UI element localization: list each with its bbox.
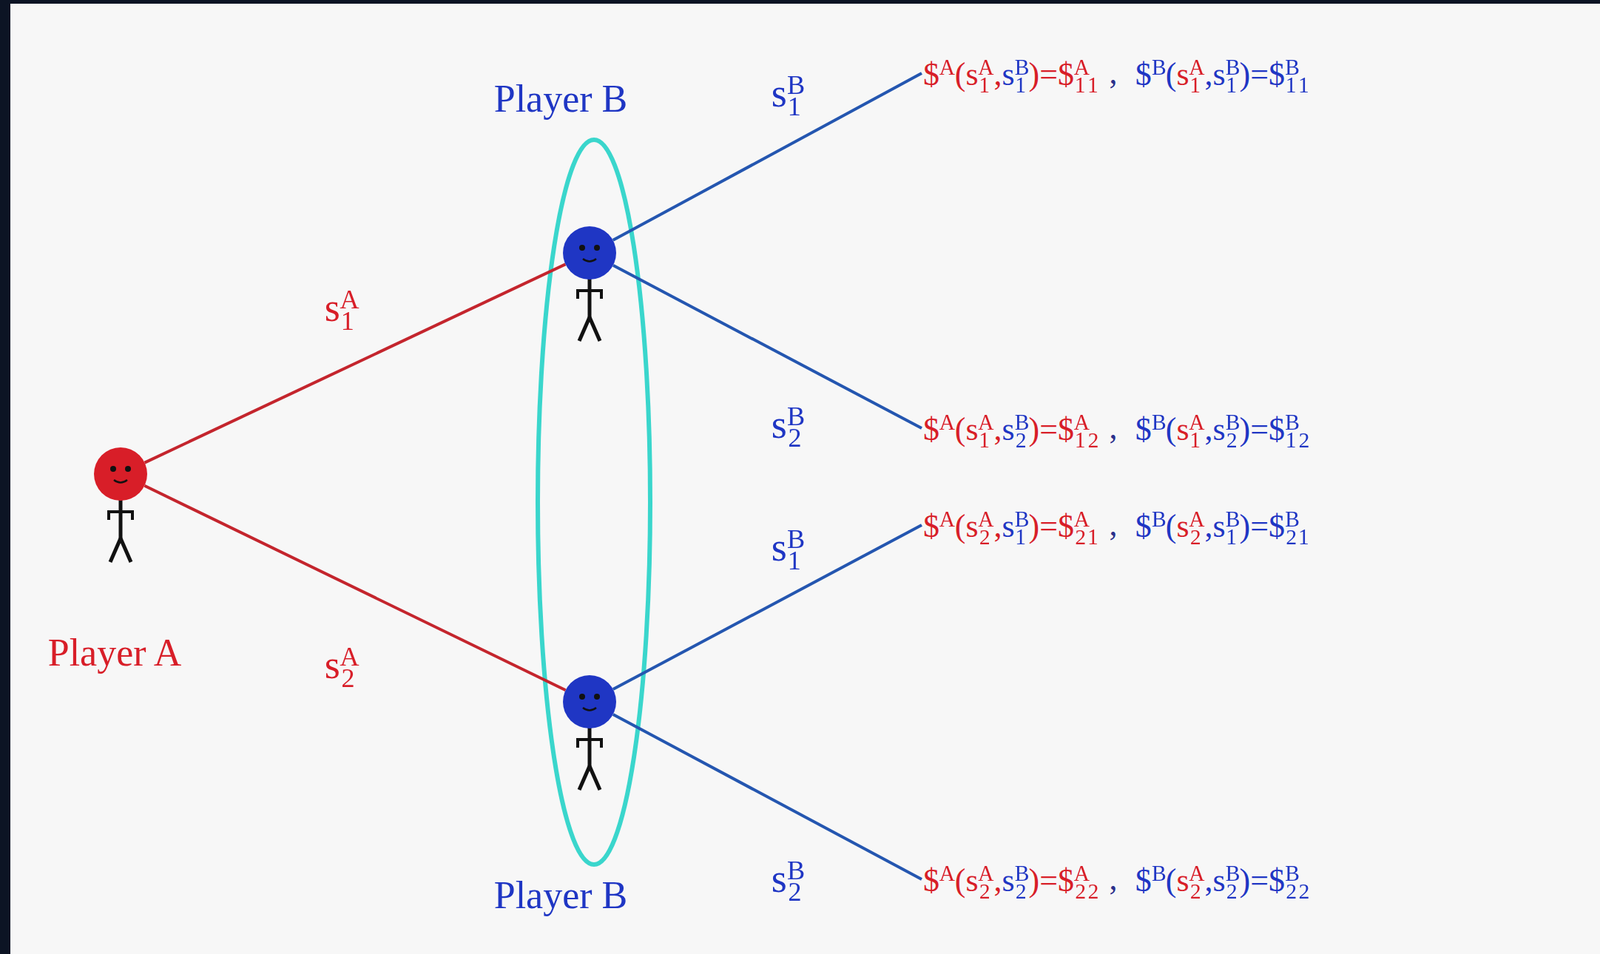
payoff-text: ,: [1109, 502, 1118, 549]
game-branch: [613, 525, 922, 690]
edge-group: [144, 73, 922, 880]
payoff-text: ,: [1109, 856, 1118, 903]
stick-figure: [556, 674, 623, 801]
payoff-node: $ᴬ(s₂ᴬ,s₁ᴮ)=$ᴬ₂₁, $ᴮ(s₂ᴬ,s₁ᴮ)=$ᴮ₂₁: [923, 500, 1311, 552]
game-branch: [144, 264, 566, 463]
player-label: Player A: [48, 630, 182, 676]
payoff-text: $ᴬ(s₂ᴬ,s₁ᴮ)=$ᴬ₂₁: [923, 500, 1100, 552]
strategy-label: s₁ᴬ: [324, 277, 360, 336]
player-label: Player B: [494, 76, 629, 122]
strategy-label: s₁ᴮ: [771, 517, 805, 576]
frame-edge: [0, 0, 1600, 4]
frame-edge: [0, 0, 11, 954]
strategy-label: s₁ᴮ: [771, 62, 805, 122]
payoff-node: $ᴬ(s₁ᴬ,s₁ᴮ)=$ᴬ₁₁, $ᴮ(s₁ᴬ,s₁ᴮ)=$ᴮ₁₁: [923, 48, 1311, 100]
payoff-text: $ᴬ(s₁ᴬ,s₂ᴮ)=$ᴬ₁₂: [923, 403, 1100, 455]
game-branch: [613, 73, 922, 241]
payoff-text: $ᴮ(s₁ᴬ,s₂ᴮ)=$ᴮ₁₂: [1135, 403, 1311, 455]
payoff-text: ,: [1109, 405, 1118, 452]
payoff-text: $ᴮ(s₂ᴬ,s₁ᴮ)=$ᴮ₂₁: [1135, 500, 1311, 552]
information-set: [537, 139, 651, 865]
payoff-text: $ᴬ(s₂ᴬ,s₂ᴮ)=$ᴬ₂₂: [923, 854, 1100, 906]
game-branch: [613, 265, 922, 429]
payoff-node: $ᴬ(s₁ᴬ,s₂ᴮ)=$ᴬ₁₂, $ᴮ(s₁ᴬ,s₂ᴮ)=$ᴮ₁₂: [923, 403, 1311, 455]
player-label: Player B: [494, 873, 629, 918]
strategy-label: s₂ᴮ: [771, 848, 805, 907]
player-node: Player B: [556, 674, 623, 801]
strategy-label: s₂ᴮ: [771, 394, 805, 453]
stick-figure: [87, 446, 154, 573]
game-branch: [613, 714, 922, 880]
stick-figure: [556, 225, 623, 352]
payoff-node: $ᴬ(s₂ᴬ,s₂ᴮ)=$ᴬ₂₂, $ᴮ(s₂ᴬ,s₂ᴮ)=$ᴮ₂₂: [923, 854, 1311, 906]
player-node: Player B: [556, 225, 623, 352]
player-node: Player A: [87, 446, 154, 573]
payoff-text: $ᴬ(s₁ᴬ,s₁ᴮ)=$ᴬ₁₁: [923, 48, 1100, 100]
payoff-text: $ᴮ(s₂ᴬ,s₂ᴮ)=$ᴮ₂₂: [1135, 854, 1311, 906]
payoff-text: $ᴮ(s₁ᴬ,s₁ᴮ)=$ᴮ₁₁: [1135, 48, 1311, 100]
payoff-text: ,: [1109, 50, 1118, 97]
strategy-label: s₂ᴬ: [324, 634, 360, 694]
